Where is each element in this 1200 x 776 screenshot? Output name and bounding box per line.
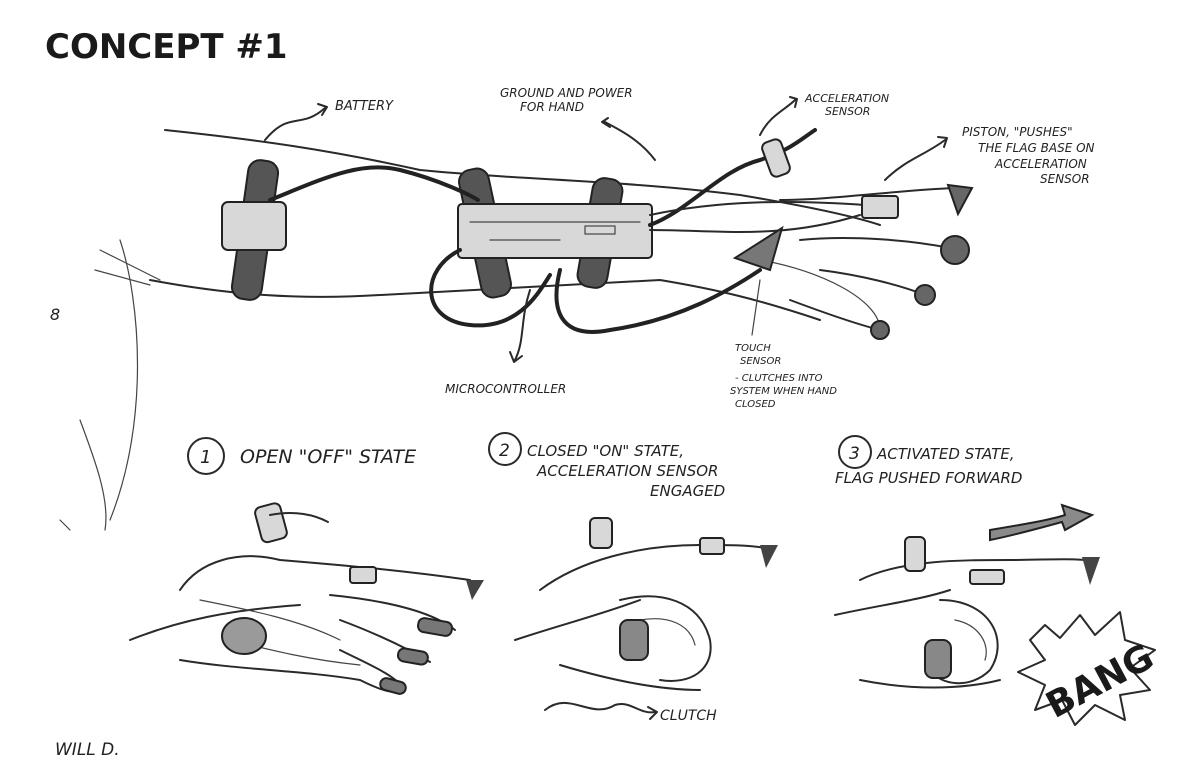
bang-text: BANG (1040, 637, 1161, 727)
main-arm-sketch (59, 96, 974, 531)
label-touch-1: TOUCH (735, 343, 771, 354)
label-clutch: CLUTCH (660, 708, 717, 724)
touch-sensor-shape (732, 225, 784, 272)
state-3-heading: 3 ACTIVATED STATE, FLAG PUSHED FORWARD (835, 435, 1022, 487)
state-3-line2: FLAG PUSHED FORWARD (835, 469, 1022, 487)
state-2-heading: 2 CLOSED "ON" STATE, ACCELERATION SENSOR… (488, 432, 725, 500)
label-piston-3: ACCELERATION (994, 157, 1087, 171)
label-piston-1: PISTON, "PUSHES" (962, 125, 1073, 139)
label-piston-4: SENSOR (1040, 172, 1090, 186)
state-2-line2: ACCELERATION SENSOR (536, 462, 718, 480)
label-battery: BATTERY (335, 99, 394, 114)
state-2-line3: ENGAGED (650, 482, 725, 500)
sketch-title: CONCEPT #1 (45, 27, 288, 67)
state-2-line1: CLOSED "ON" STATE, (527, 442, 684, 460)
state-1-hand-sketch (129, 502, 484, 695)
label-piston-2: THE FLAG BASE ON (978, 141, 1095, 155)
label-ground-power-1: GROUND AND POWER (500, 86, 633, 100)
state-2-hand-sketch (514, 517, 778, 720)
label-microcontroller: MICROCONTROLLER (445, 382, 566, 396)
label-touch-2: SENSOR (740, 356, 781, 367)
label-ground-power-2: FOR HAND (520, 100, 584, 114)
microcontroller-box (457, 203, 653, 259)
label-accel-2: SENSOR (825, 105, 870, 118)
state-1-line1: OPEN "OFF" STATE (240, 446, 416, 468)
state-3-number: 3 (849, 444, 860, 464)
label-touch-3: - CLUTCHES INTO (735, 373, 823, 384)
margin-mark: 8 (50, 305, 60, 324)
state-1-number: 1 (200, 447, 211, 468)
label-accel-1: ACCELERATION (804, 92, 889, 105)
state-2-number: 2 (499, 441, 510, 461)
label-touch-4: SYSTEM WHEN HAND (730, 386, 837, 397)
state-3-hand-sketch (834, 503, 1156, 726)
state-3-line1: ACTIVATED STATE, (876, 445, 1015, 463)
state-1-heading: 1 OPEN "OFF" STATE (187, 437, 416, 475)
artist-signature: WILL D. (55, 740, 120, 760)
label-touch-5: CLOSED (735, 399, 776, 410)
